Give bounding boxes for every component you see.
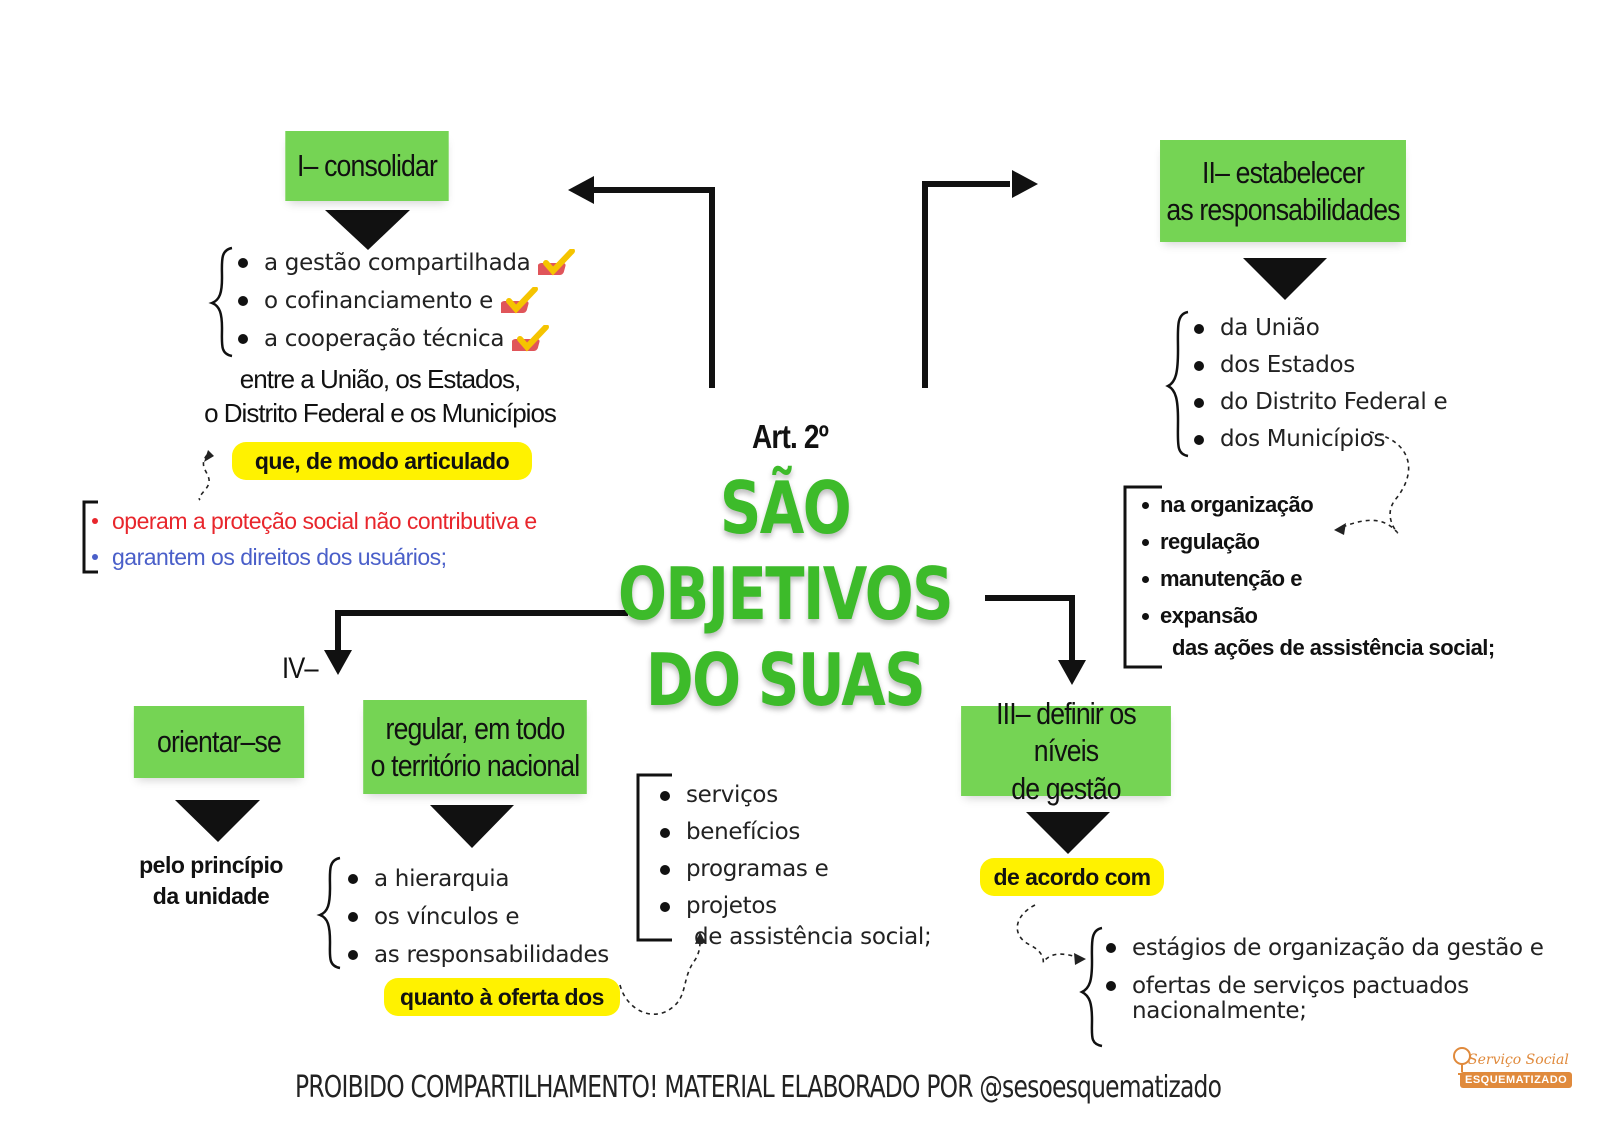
list-item: regulação bbox=[1134, 523, 1313, 560]
objective-1-between: entre a União, os Estados, o Distrito Fe… bbox=[204, 364, 557, 428]
bracket-icon bbox=[1123, 485, 1162, 669]
objective-1-highlight: que, de modo articulado bbox=[232, 442, 532, 480]
objective-4-label-b-2: o território nacional bbox=[370, 748, 581, 783]
objective-3-box: III– definir os níveis de gestão bbox=[961, 696, 1171, 806]
list-item: a gestão compartilhada bbox=[230, 244, 576, 282]
article-label: Art. 2º bbox=[752, 418, 829, 455]
objective-4-box-a: orientar–se bbox=[133, 706, 305, 778]
down-triangle-icon bbox=[1026, 812, 1110, 854]
list-item: o cofinanciamento e bbox=[230, 282, 576, 320]
objective-4-offer-list: serviços benefícios programas e projetos bbox=[652, 777, 829, 925]
list-item: ofertas de serviços pactuados bbox=[1098, 967, 1544, 1005]
arrow-head-icon bbox=[324, 650, 352, 675]
objective-4-box-b: regular, em todo o território nacional bbox=[363, 700, 587, 794]
logo-line-1: Serviço Social bbox=[1468, 1052, 1569, 1068]
list-item: da União bbox=[1186, 310, 1447, 347]
title-line-2: DO SUAS bbox=[645, 638, 926, 722]
objective-4-list: a hierarquia os vínculos e as responsabi… bbox=[340, 860, 609, 974]
arrow-icon-to-objective-2 bbox=[922, 181, 1010, 388]
dashed-arrow-icon bbox=[619, 939, 701, 1015]
list-item: programas e bbox=[652, 851, 829, 888]
list-item: dos Municípios bbox=[1186, 421, 1447, 458]
logo-line-2: ESQUEMATIZADO bbox=[1460, 1072, 1573, 1088]
brace-icon bbox=[1079, 926, 1103, 1048]
objective-4-principle: pelo princípio da unidade bbox=[139, 852, 283, 909]
check-icon bbox=[512, 324, 550, 351]
list-item: serviços bbox=[652, 777, 828, 814]
list-item: estágios de organização da gestão e bbox=[1098, 929, 1544, 967]
arrow-icon-to-objective-4 bbox=[335, 610, 628, 655]
check-icon bbox=[538, 248, 576, 275]
title-line-1: SÃO OBJETIVOS bbox=[618, 466, 954, 636]
objective-2-label-1: II– estabelecer bbox=[1201, 154, 1365, 190]
bracket-icon bbox=[82, 500, 98, 574]
list-item: os vínculos e bbox=[340, 898, 609, 936]
objective-4-numeral: IV– bbox=[282, 652, 319, 685]
dashed-arrow-icon bbox=[1016, 904, 1081, 964]
list-item: a cooperação técnica bbox=[230, 320, 576, 358]
objective-3-list: estágios de organização da gestão e ofer… bbox=[1098, 929, 1544, 1005]
footer-notice: PROIBIDO COMPARTILHAMENTO! MATERIAL ELAB… bbox=[295, 1070, 1222, 1105]
objective-2-label-2: as responsabilidades bbox=[1166, 192, 1400, 227]
down-triangle-icon bbox=[175, 800, 260, 842]
list-item: a hierarquia bbox=[340, 860, 609, 898]
brace-icon bbox=[1165, 310, 1189, 458]
objective-3-label-2: de gestão bbox=[1011, 770, 1121, 806]
brace-icon bbox=[316, 856, 341, 970]
check-icon bbox=[500, 286, 538, 313]
page-title: SÃO OBJETIVOS DO SUAS bbox=[605, 465, 965, 723]
arrow-head-icon bbox=[568, 176, 594, 204]
list-item: benefícios bbox=[652, 814, 828, 851]
objective-3-label-1: III– definir os níveis bbox=[996, 696, 1137, 769]
down-triangle-icon bbox=[430, 805, 514, 848]
list-item: projetos bbox=[652, 888, 828, 925]
objective-2-actions-tail: das ações de assistência social; bbox=[1172, 635, 1495, 660]
arrow-icon-to-objective-1 bbox=[590, 187, 715, 388]
dashed-arrow-icon bbox=[198, 454, 210, 501]
objective-2-actions: na organização regulação manutenção e ex… bbox=[1134, 486, 1314, 634]
arrow-head-icon bbox=[1012, 170, 1038, 198]
objective-2-list: da União dos Estados do Distrito Federal… bbox=[1186, 310, 1448, 458]
objective-3-highlight: de acordo com bbox=[980, 858, 1164, 896]
objective-1-sub-list: operam a proteção social não contributiv… bbox=[86, 503, 537, 575]
list-item: manutenção e bbox=[1134, 560, 1313, 597]
list-item: do Distrito Federal e bbox=[1186, 384, 1448, 421]
objective-4-offer-tail: de assistência social; bbox=[694, 924, 932, 950]
objective-2-box: II– estabelecer as responsabilidades bbox=[1160, 140, 1406, 242]
objective-4-label-a: orientar–se bbox=[157, 724, 282, 760]
bracket-icon bbox=[636, 773, 672, 942]
list-item: dos Estados bbox=[1186, 347, 1447, 384]
objective-4-highlight: quanto à oferta dos bbox=[384, 978, 620, 1016]
list-item: na organização bbox=[1134, 486, 1314, 523]
list-item-blue: garantem os direitos dos usuários; bbox=[86, 539, 537, 575]
brace-icon bbox=[208, 246, 233, 358]
down-triangle-icon bbox=[1243, 258, 1327, 300]
objective-1-label: I– consolidar bbox=[297, 148, 438, 184]
down-triangle-icon bbox=[325, 210, 410, 250]
arrow-head-icon bbox=[1058, 660, 1086, 685]
logo: Serviço Social ESQUEMATIZADO bbox=[1448, 1040, 1578, 1106]
dashed-arrow-icon bbox=[1339, 431, 1410, 534]
arrow-icon-to-objective-3 bbox=[985, 595, 1075, 665]
objective-1-list: a gestão compartilhada o cofinanciamento… bbox=[230, 244, 576, 358]
list-item: expansão bbox=[1134, 597, 1313, 634]
list-item-red: operam a proteção social não contributiv… bbox=[86, 503, 537, 539]
objective-4-label-b-1: regular, em todo bbox=[385, 710, 566, 746]
objective-1-box: I– consolidar bbox=[285, 131, 449, 201]
objective-3-items-tail: nacionalmente; bbox=[1132, 998, 1307, 1024]
list-item: as responsabilidades bbox=[340, 936, 609, 974]
